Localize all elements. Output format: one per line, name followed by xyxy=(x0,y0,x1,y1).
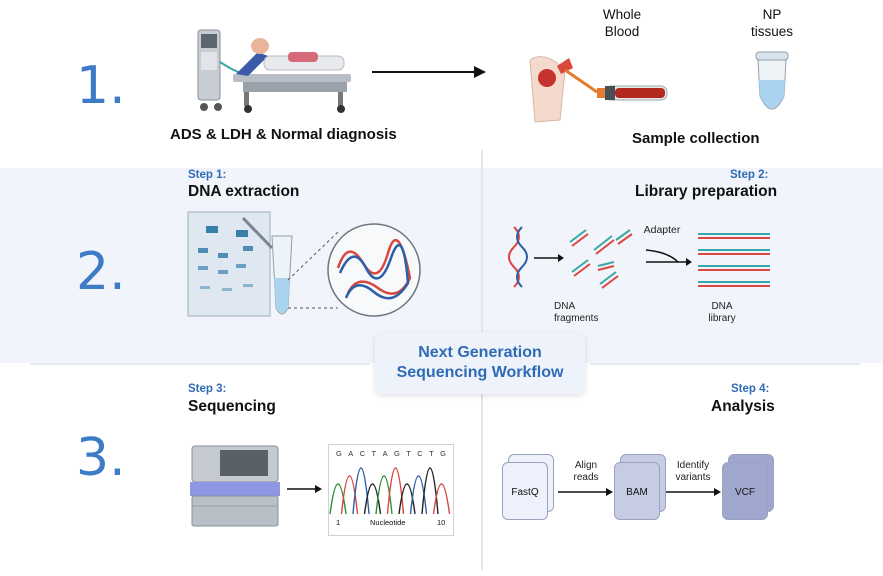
hospital-bed-icon xyxy=(197,29,351,113)
sequence-letter: T xyxy=(371,449,377,458)
align-reads-line1: Align xyxy=(574,460,598,471)
sequence-letters: G A C T A G T C T G xyxy=(336,449,446,458)
chromatogram-peak xyxy=(375,475,393,515)
sequence-letter: G xyxy=(440,449,446,458)
sequence-letter: G xyxy=(394,449,400,458)
center-title-line2: Sequencing Workflow xyxy=(396,364,564,381)
identify-variants-label: Identify variants xyxy=(668,460,718,484)
chromatogram-peak xyxy=(398,483,416,515)
sequence-letter: G xyxy=(336,449,342,458)
step1-title: DNA extraction xyxy=(188,183,300,200)
sequence-letter: T xyxy=(406,449,411,458)
chromatogram-peak xyxy=(363,483,382,515)
sequence-letter: C xyxy=(417,449,423,458)
right-arrow-icon-align xyxy=(558,488,613,496)
fastq-file-icon: FastQ xyxy=(502,462,548,520)
step1-label: Step 1: xyxy=(188,169,227,181)
identify-variants-line2: variants xyxy=(675,472,711,483)
library-prep-icon xyxy=(508,226,770,289)
library-label-line1: DNA xyxy=(711,301,733,312)
bam-file-icon: BAM xyxy=(614,462,660,520)
sequence-letter: C xyxy=(359,449,366,458)
step-number-2: 2. xyxy=(76,242,126,302)
np-tissues-label: NP tissues xyxy=(744,6,800,40)
axis-label: Nucleotide xyxy=(370,518,406,527)
bam-label: BAM xyxy=(626,487,648,498)
sample-collection-caption: Sample collection xyxy=(632,130,760,147)
library-label-line2: library xyxy=(708,313,736,324)
sample-tube-icon xyxy=(755,51,789,110)
align-reads-line2: reads xyxy=(573,472,599,483)
horizontal-divider-left xyxy=(30,363,370,365)
chromatogram-peak xyxy=(386,467,405,515)
chromatogram-peak xyxy=(329,483,347,515)
whole-blood-label-line1: Whole xyxy=(602,7,642,22)
adapter-label: Adapter xyxy=(643,224,681,236)
fragments-label-line2: fragments xyxy=(554,313,599,324)
np-tissues-label-line2: tissues xyxy=(750,24,794,39)
whole-blood-label: Whole Blood xyxy=(592,6,652,40)
np-tissues-label-line1: NP xyxy=(762,7,782,22)
step-number-1: 1. xyxy=(76,56,126,116)
axis-start: 1 xyxy=(336,518,341,527)
vcf-label: VCF xyxy=(735,487,755,498)
dna-extraction-icon xyxy=(187,211,421,317)
step4-label: Step 4: xyxy=(731,383,770,395)
chromatogram-peaks xyxy=(329,467,451,515)
chromatogram-peak xyxy=(421,467,439,515)
step2-label: Step 2: xyxy=(730,169,769,181)
horizontal-divider-right xyxy=(590,363,860,365)
chromatogram-peak xyxy=(340,475,359,515)
fastq-label: FastQ xyxy=(511,487,539,498)
right-arrow-icon-seq xyxy=(287,485,322,493)
fragments-label-line1: DNA xyxy=(554,301,576,312)
sequence-letter: T xyxy=(429,449,434,458)
step3-label: Step 3: xyxy=(188,383,227,395)
library-label: DNA library xyxy=(700,301,744,325)
whole-blood-label-line2: Blood xyxy=(604,24,640,39)
sequence-letter: A xyxy=(348,449,354,458)
chromatogram-peak xyxy=(409,475,428,515)
center-title-box: Next Generation Sequencing Workflow xyxy=(375,332,585,394)
identify-variants-line1: Identify xyxy=(676,460,710,471)
sequencer-icon xyxy=(190,445,280,527)
step3-title: Sequencing xyxy=(188,398,276,415)
right-arrow-icon xyxy=(372,66,486,78)
step4-title: Analysis xyxy=(711,398,775,415)
chromatogram-peak xyxy=(432,483,451,515)
center-title-line1: Next Generation xyxy=(418,344,542,361)
blood-draw-icon xyxy=(529,56,668,123)
align-reads-label: Align reads xyxy=(564,460,608,484)
right-arrow-icon-identify xyxy=(666,488,721,496)
step-number-3: 3. xyxy=(76,428,126,488)
axis-end: 10 xyxy=(437,518,446,527)
sequence-letter: A xyxy=(382,449,388,458)
step2-title: Library preparation xyxy=(635,183,778,200)
diagnosis-caption: ADS & LDH & Normal diagnosis xyxy=(170,126,397,143)
fragments-label: DNA fragments xyxy=(554,301,614,325)
chromatogram-panel xyxy=(328,444,454,536)
vcf-file-icon: VCF xyxy=(722,462,768,520)
chromatogram-peak xyxy=(352,467,370,515)
